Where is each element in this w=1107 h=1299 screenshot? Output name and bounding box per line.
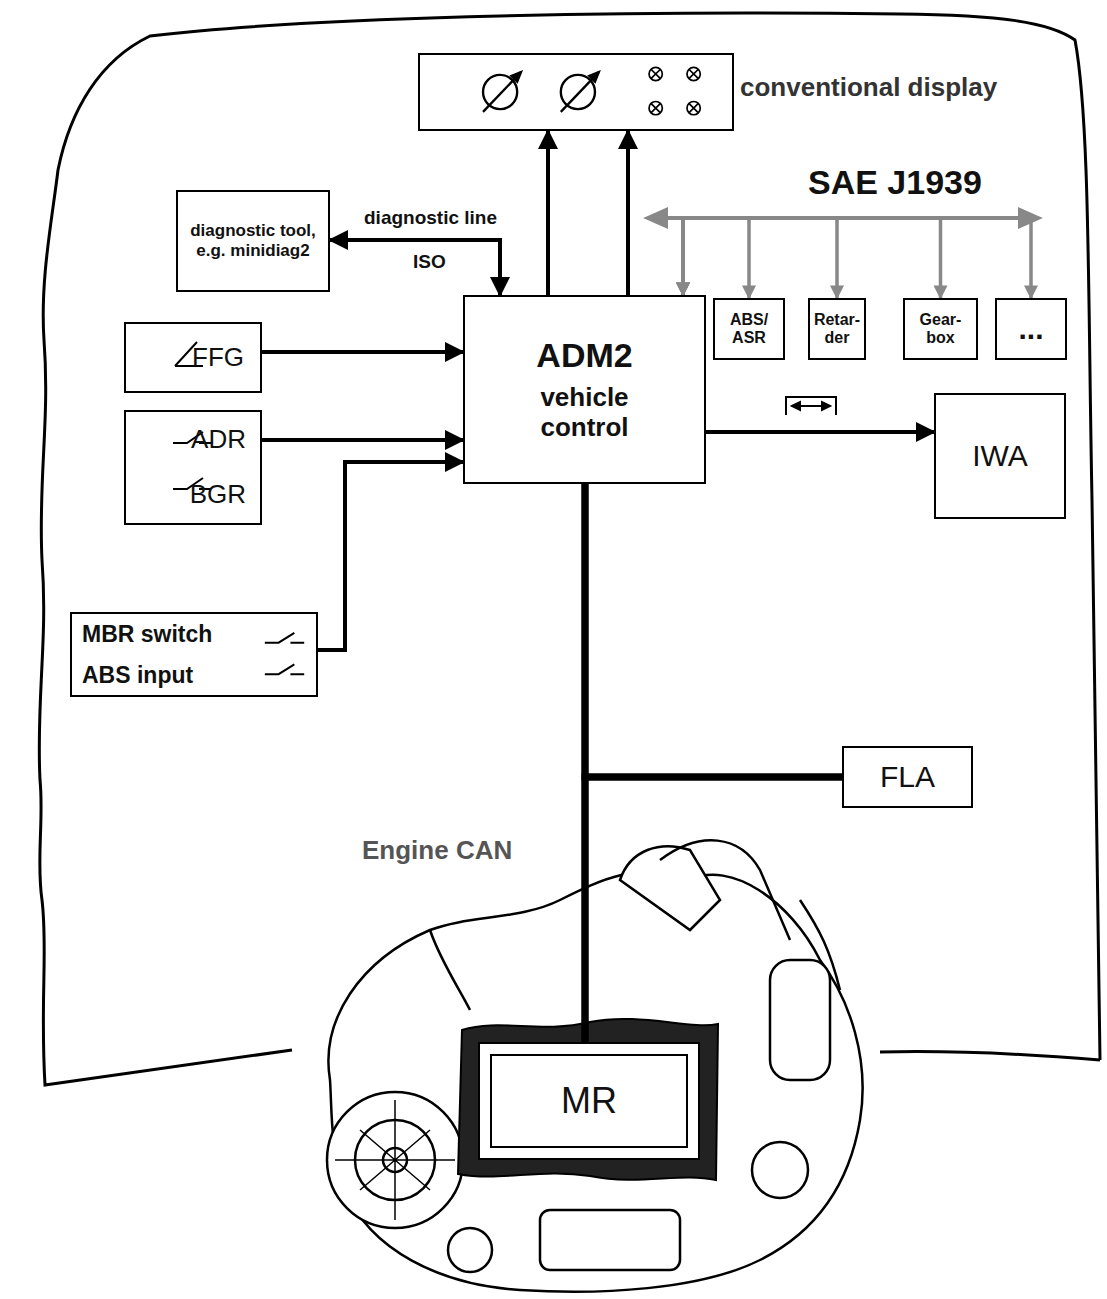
box-text: MR: [561, 1080, 617, 1121]
switch-box: ADR BGR: [124, 410, 262, 525]
box-text: Retar- der: [813, 311, 861, 348]
box-text: BGR: [190, 480, 246, 510]
bus-name: SAE J1939: [808, 163, 982, 202]
unit-function: vehicle control: [510, 383, 660, 443]
pedal-sensor-box: FFG: [124, 322, 262, 393]
engine-control-box: MR: [478, 1042, 700, 1160]
box-text: FFG: [192, 343, 244, 373]
module-box: Retar- der: [808, 298, 866, 360]
display-panel: conventional display: [418, 53, 734, 131]
box-text: ADR: [191, 425, 246, 455]
box-text: Gear- box: [908, 311, 973, 348]
signal-arrow: [330, 240, 500, 295]
signal-arrow: [585, 777, 842, 1042]
signal-arrow: [546, 131, 550, 295]
box-symbol: [420, 55, 732, 129]
box-text: MBR switch: [82, 621, 212, 647]
engine-illustration: [327, 840, 863, 1291]
signal-arrow: [585, 484, 842, 777]
diagnostic-tool-box: diagnostic tool, e.g. minidiag2: [176, 190, 330, 292]
box-text: IWA: [972, 439, 1028, 474]
box-text: ABS input: [82, 662, 193, 688]
box-text: ABS/ ASR: [718, 311, 780, 348]
engine-control-unit-housing: [458, 1019, 718, 1180]
signal-arrow: [626, 131, 630, 295]
bus-connector: [683, 218, 749, 298]
line-label: diagnostic line: [362, 207, 499, 229]
module-box: IWA: [934, 393, 1066, 519]
module-box: ABS/ ASR: [713, 298, 785, 360]
signal-arrow: [318, 462, 463, 650]
bus-connector: [683, 218, 1031, 298]
bus-connector: [683, 218, 941, 298]
box-text: diagnostic tool, e.g. minidiag2: [181, 221, 325, 260]
signal-arrow: [706, 430, 934, 434]
module-box: ...: [995, 298, 1067, 360]
protocol-label: ISO: [413, 251, 446, 273]
bus-name: Engine CAN: [362, 835, 512, 866]
changeover-bracket-symbol: [786, 397, 836, 415]
signal-arrow: [262, 350, 463, 354]
switch-box: MBR switchABS input: [70, 612, 318, 697]
unit-name: ADM2: [536, 336, 632, 375]
module-box: FLA: [842, 746, 973, 808]
signal-arrow: [262, 438, 463, 442]
module-box: Gear- box: [903, 298, 978, 360]
box-text: ...: [1018, 312, 1043, 347]
display-heading: conventional display: [740, 73, 997, 103]
box-text: FLA: [880, 760, 935, 795]
control-unit-box: ADM2 vehicle control: [463, 295, 706, 484]
bus-connector: [683, 218, 837, 298]
